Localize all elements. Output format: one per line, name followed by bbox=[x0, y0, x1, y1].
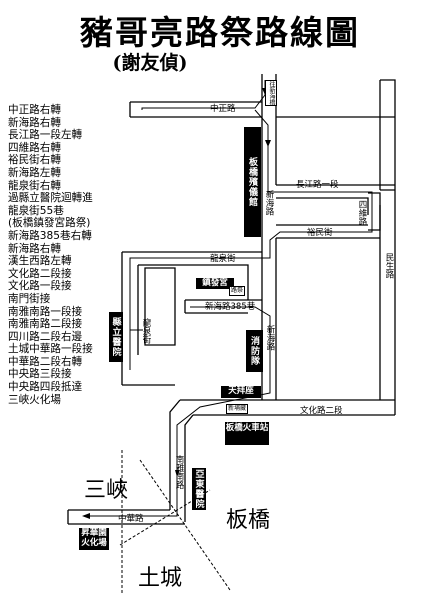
route-step: 漢生西路左轉 bbox=[8, 255, 72, 268]
longquan-vertical-label: 龍泉街 bbox=[141, 318, 151, 344]
route-step: 中央路四段抵達 bbox=[8, 381, 83, 394]
yumin-road bbox=[276, 224, 380, 239]
route-arrowhead bbox=[82, 513, 90, 519]
xinhai-road-label: 新海路 bbox=[264, 190, 274, 216]
funeral-home-box: 板橋殯儀館 bbox=[244, 127, 261, 237]
route-arrowhead bbox=[175, 470, 180, 477]
author-subtitle: (謝友偵) bbox=[112, 52, 188, 74]
route-step: 新海路385巷右轉 bbox=[8, 229, 92, 242]
district-sanxia: 三峽 bbox=[84, 478, 129, 503]
xinhai-385-lane bbox=[184, 299, 262, 314]
xinhai-lower-label: 新海路 bbox=[265, 325, 275, 351]
zhongzheng-road-label: 中正路 bbox=[210, 104, 236, 114]
wenhua-road-label: 文化路二段 bbox=[300, 406, 343, 416]
district-banqiao: 板橋 bbox=[226, 508, 271, 533]
longquan-street-label: 龍泉街 bbox=[210, 254, 236, 264]
longquan-vertical bbox=[121, 252, 175, 386]
route-step: 長江路一段左轉 bbox=[8, 129, 83, 142]
xinhai-385-label: 新海路385巷 bbox=[205, 302, 256, 312]
district-boundary bbox=[139, 459, 231, 591]
route-arrow-line bbox=[90, 80, 373, 517]
xinhai-road bbox=[261, 238, 277, 400]
siwei-road-label: 四維路 bbox=[357, 200, 367, 226]
route-step: 龍泉街右轉 bbox=[8, 179, 61, 192]
hospital-block bbox=[144, 267, 176, 346]
wenhua-road bbox=[180, 399, 395, 416]
hospital-box: 縣立醫院 bbox=[109, 312, 123, 362]
temple-ritual-sign: 路祭 bbox=[229, 286, 246, 296]
route-step: 新海路右轉 bbox=[8, 116, 61, 129]
yumin-street-label: 裕民街 bbox=[307, 228, 333, 238]
route-step: 中正路右轉 bbox=[8, 104, 61, 116]
station-box: 板橋火車站 bbox=[225, 422, 269, 445]
xinhai-bridge-sign: 往新海橋 bbox=[265, 80, 277, 106]
zhonghua-road-label: 中華路 bbox=[118, 514, 144, 524]
route-arrowhead bbox=[265, 140, 271, 147]
route-step: 龍泉街55巷 bbox=[8, 204, 64, 217]
changjiang-road bbox=[276, 184, 395, 215]
nanya-road bbox=[169, 399, 194, 522]
route-step: 土城中華路一段接 bbox=[8, 343, 93, 356]
route-step: 中央路三段接 bbox=[8, 368, 72, 381]
route-step: 過縣立醫院迴轉進 bbox=[8, 192, 93, 205]
route-step: 中華路二段右轉 bbox=[8, 355, 83, 368]
yadong-hospital-box: 亞東醫院 bbox=[192, 468, 206, 510]
crematorium-box: 昇華園火化場 bbox=[79, 528, 109, 550]
zhonghua-road bbox=[67, 509, 185, 525]
route-step: 新海路右轉 bbox=[8, 242, 61, 255]
tianbai-sign: 新埔藏 bbox=[226, 404, 249, 414]
zhongzheng-road bbox=[129, 101, 262, 118]
fire-station-box: 消防隊 bbox=[246, 330, 263, 372]
route-step: 南雅南路二段接 bbox=[8, 318, 83, 331]
route-step: 南雅南路一段接 bbox=[8, 305, 83, 318]
route-step: 四川路二段右邊 bbox=[8, 330, 83, 343]
route-step: 裕民街右轉 bbox=[8, 154, 61, 167]
minsheng-road-label: 民生路 bbox=[384, 253, 394, 279]
siwei-road bbox=[368, 192, 381, 231]
route-step: 四維路右轉 bbox=[8, 141, 61, 154]
route-step: 三峽火化場 bbox=[8, 393, 61, 406]
changjiang-road-label: 長江路一段 bbox=[296, 180, 339, 190]
route-step: 文化路二段接 bbox=[8, 267, 72, 280]
temple-box: 鎮發宮 bbox=[196, 278, 234, 289]
route-step: 南門街接 bbox=[8, 292, 51, 305]
district-tucheng: 土城 bbox=[138, 566, 183, 591]
route-step: 新海路左轉 bbox=[8, 166, 61, 179]
nanya-south-label: 南雅南路 bbox=[174, 455, 184, 489]
route-step-list: 中正路右轉 新海路右轉 長江路一段左轉 四維路右轉 裕民街右轉 新海路左轉 龍泉… bbox=[8, 104, 93, 406]
page-title: 豬哥亮路祭路線圖 bbox=[80, 13, 360, 52]
route-step: (板橋鎮發宮路祭) bbox=[8, 217, 91, 230]
minsheng-block bbox=[276, 79, 396, 415]
tianbai-box: 天拜座 bbox=[221, 386, 261, 398]
longquan-street bbox=[122, 251, 262, 300]
route-step: 文化路一段接 bbox=[8, 280, 72, 293]
